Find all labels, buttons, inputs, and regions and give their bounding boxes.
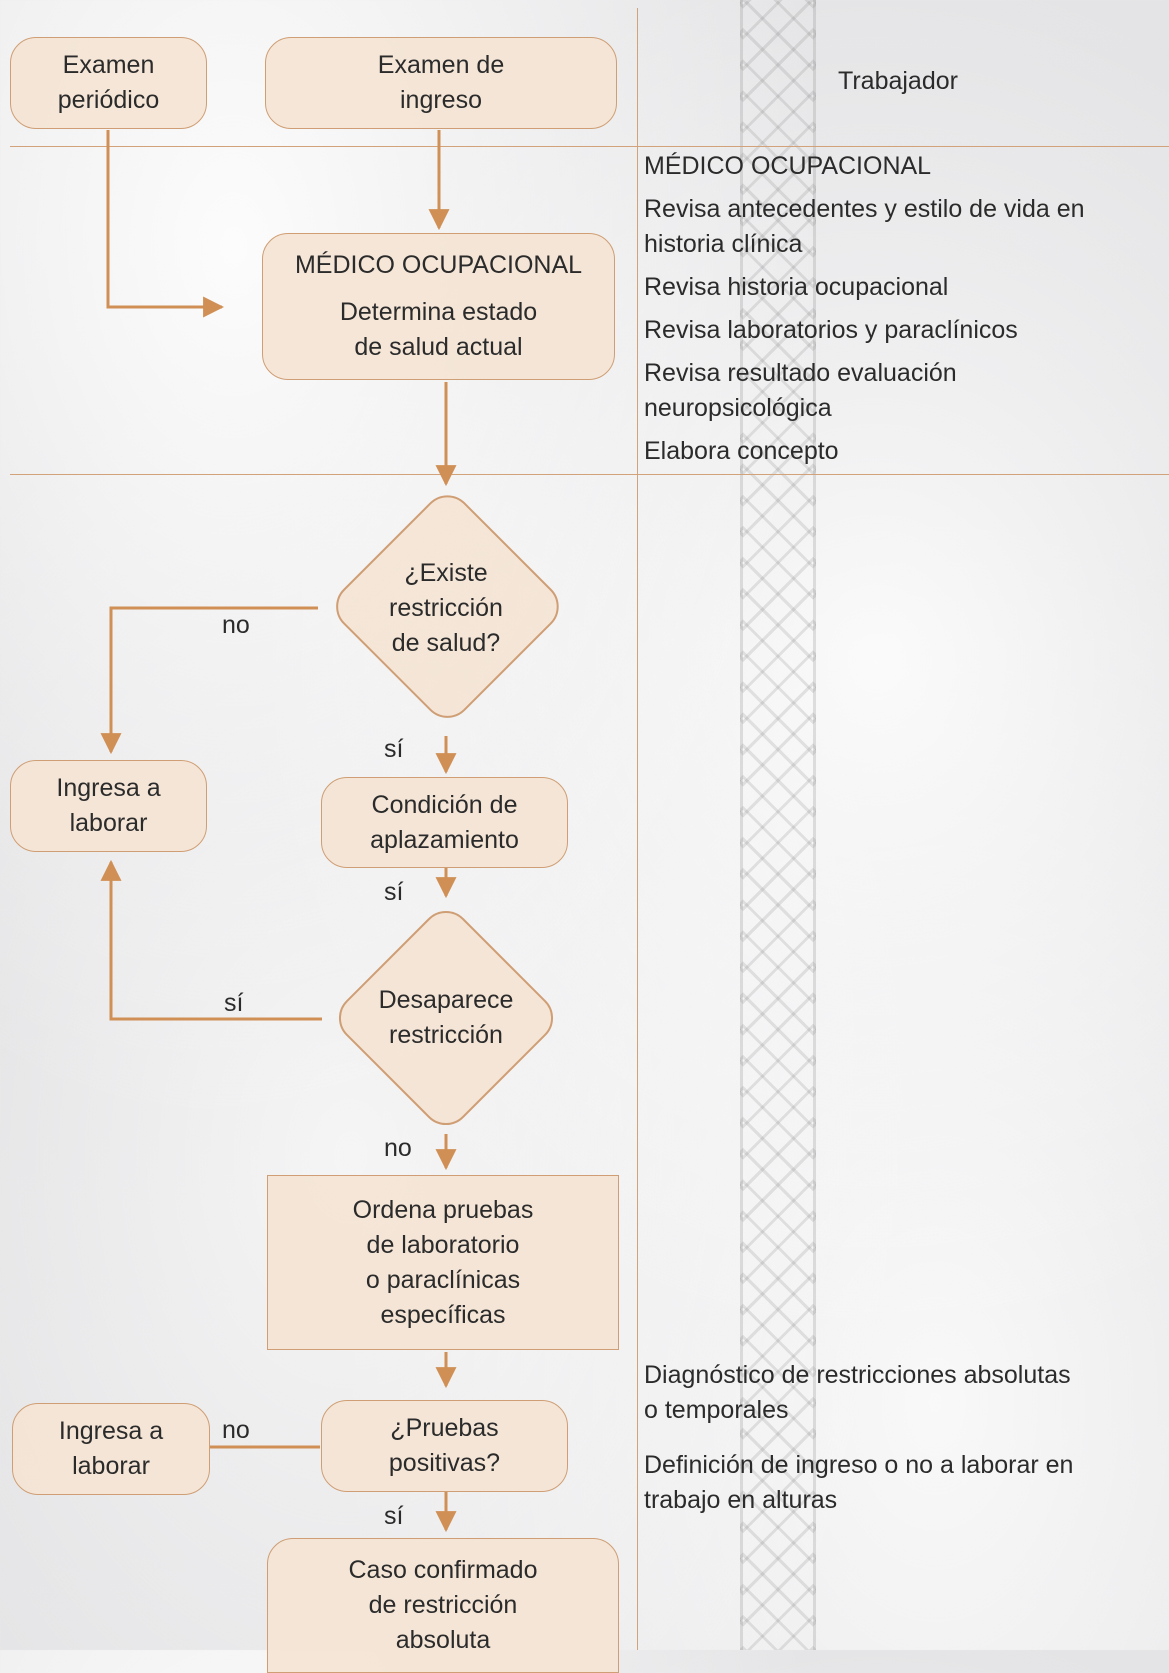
- lane-divider-top: [10, 146, 1169, 147]
- label-restriction-no: no: [222, 611, 250, 639]
- periodic-exam-box: Examen periódico: [10, 37, 207, 129]
- work-entry-1-line-1: Ingresa a: [56, 774, 161, 802]
- work-entry-box-1: Ingresa a laborar: [10, 760, 207, 852]
- label-positive-no: no: [222, 1416, 250, 1444]
- periodic-exam-line-1: Examen: [62, 51, 155, 79]
- label-positive-yes: sí: [384, 1502, 404, 1530]
- side-panel-title: MÉDICO OCUPACIONAL: [644, 152, 932, 180]
- side-item-6-line-1: Diagnóstico de restricciones absolutas: [644, 1361, 1071, 1389]
- entry-exam-line-1: Examen de: [377, 51, 505, 79]
- decision-restriction-label: ¿Existe restricción de salud?: [346, 548, 546, 668]
- label-restriction-yes: sí: [384, 735, 404, 763]
- confirmed-case-line-3: absoluta: [395, 1626, 491, 1654]
- side-item-4: Revisa resultado evaluación neuropsicoló…: [644, 356, 1164, 426]
- entry-exam-line-2: ingreso: [400, 86, 482, 114]
- edge-periodic-to-physician: [106, 130, 225, 318]
- decision-restriction-line-3: de salud?: [391, 628, 501, 657]
- decision-positive-box: ¿Pruebas positivas?: [321, 1400, 568, 1492]
- lane-divider-middle: [10, 474, 1169, 475]
- decision-positive-line-1: ¿Pruebas: [390, 1414, 499, 1442]
- side-item-6-line-2: o temporales: [644, 1396, 789, 1424]
- work-entry-box-2: Ingresa a laborar: [12, 1403, 210, 1495]
- order-tests-line-1: Ordena pruebas: [352, 1195, 534, 1224]
- side-item-3: Revisa laboratorios y paraclínicos: [644, 316, 1018, 344]
- side-item-6: Diagnóstico de restricciones absolutas o…: [644, 1358, 1164, 1428]
- side-panel-section-2: Diagnóstico de restricciones absolutas o…: [644, 1358, 1164, 1518]
- side-item-7: Definición de ingreso o no a laborar en …: [644, 1448, 1164, 1518]
- order-tests-line-3: o paraclínicas: [365, 1265, 521, 1294]
- work-entry-2-line-1: Ingresa a: [58, 1417, 164, 1445]
- column-divider: [637, 8, 638, 1650]
- decision-restriction-line-2: restricción: [389, 593, 503, 622]
- side-item-5: Elabora concepto: [644, 437, 839, 465]
- side-item-4-line-2: neuropsicológica: [644, 394, 832, 422]
- edge-restriction-no: [100, 606, 318, 755]
- label-disappears-yes: sí: [224, 989, 244, 1017]
- physician-box-line-2: de salud actual: [354, 333, 523, 361]
- decision-restriction-line-1: ¿Existe: [404, 558, 488, 587]
- side-item-7-line-1: Definición de ingreso o no a laborar en: [644, 1451, 1074, 1479]
- postponement-line-1: Condición de: [371, 790, 518, 819]
- side-item-2: Revisa historia ocupacional: [644, 273, 949, 301]
- postponement-line-2: aplazamiento: [370, 825, 519, 854]
- side-item-1-line-1: Revisa antecedentes y estilo de vida en: [644, 195, 1085, 223]
- work-entry-1-line-2: laborar: [69, 809, 148, 837]
- label-disappears-no: no: [384, 1134, 412, 1162]
- periodic-exam-line-2: periódico: [57, 86, 160, 114]
- postponement-box: Condición de aplazamiento: [321, 777, 568, 868]
- order-tests-line-2: de laboratorio: [366, 1230, 520, 1259]
- side-item-7-line-2: trabajo en alturas: [644, 1486, 838, 1514]
- physician-box-line-1: Determina estado: [339, 298, 538, 326]
- work-entry-2-line-2: laborar: [72, 1452, 150, 1480]
- decision-disappears-label: Desaparece restricción: [346, 968, 546, 1068]
- side-item-1: Revisa antecedentes y estilo de vida en …: [644, 192, 1164, 262]
- physician-box-title: MÉDICO OCUPACIONAL: [294, 251, 583, 279]
- order-tests-line-4: específicas: [380, 1300, 506, 1329]
- physician-box: MÉDICO OCUPACIONAL Determina estado de s…: [262, 233, 615, 380]
- side-item-4-line-1: Revisa resultado evaluación: [644, 359, 957, 387]
- side-item-1-line-2: historia clínica: [644, 230, 803, 258]
- confirmed-case-line-1: Caso confirmado: [348, 1556, 538, 1584]
- decision-disappears-shape: [338, 910, 554, 1126]
- background-tower: [740, 0, 816, 1650]
- decision-positive-line-2: positivas?: [388, 1449, 501, 1477]
- lane-title: Trabajador: [838, 67, 958, 95]
- decision-disappears-line-1: Desaparece: [378, 986, 514, 1014]
- edge-disappears-yes: [100, 859, 322, 1021]
- confirmed-case-box: Caso confirmado de restricción absoluta: [267, 1538, 619, 1673]
- decision-restriction-shape: [336, 495, 559, 718]
- order-tests-box: Ordena pruebas de laboratorio o paraclín…: [267, 1175, 619, 1350]
- label-postponement-yes: sí: [384, 878, 404, 906]
- entry-exam-box: Examen de ingreso: [265, 37, 617, 129]
- decision-disappears-line-2: restricción: [389, 1021, 503, 1049]
- side-panel-section-1: MÉDICO OCUPACIONAL Revisa antecedentes y…: [644, 149, 1164, 469]
- confirmed-case-line-2: de restricción: [368, 1591, 518, 1619]
